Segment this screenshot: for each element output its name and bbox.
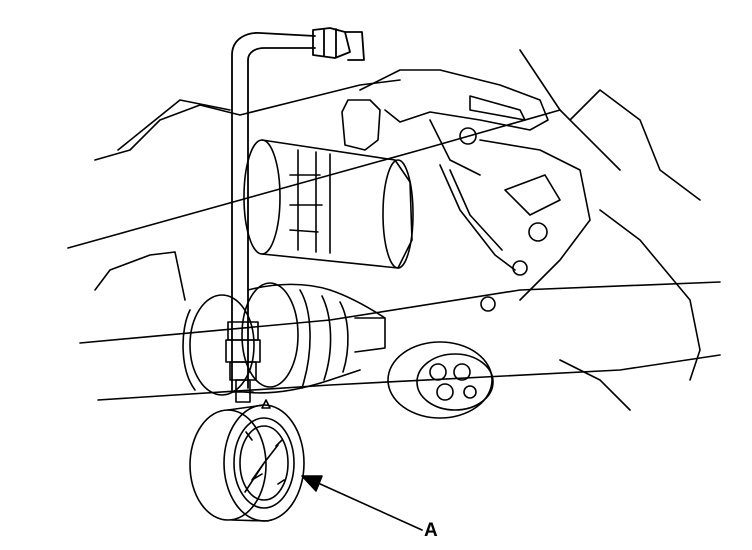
callout-label-a: A [424,520,438,541]
gauge-hose [232,28,364,390]
engine-background-outline [68,50,720,410]
upper-bracket [360,70,590,311]
hose-fitting [226,322,260,402]
pressure-gauge [190,400,304,521]
pulley [388,342,493,418]
cv-joint-boot [183,283,385,395]
callout-leader-line [302,476,422,530]
oil-filter [244,100,413,268]
